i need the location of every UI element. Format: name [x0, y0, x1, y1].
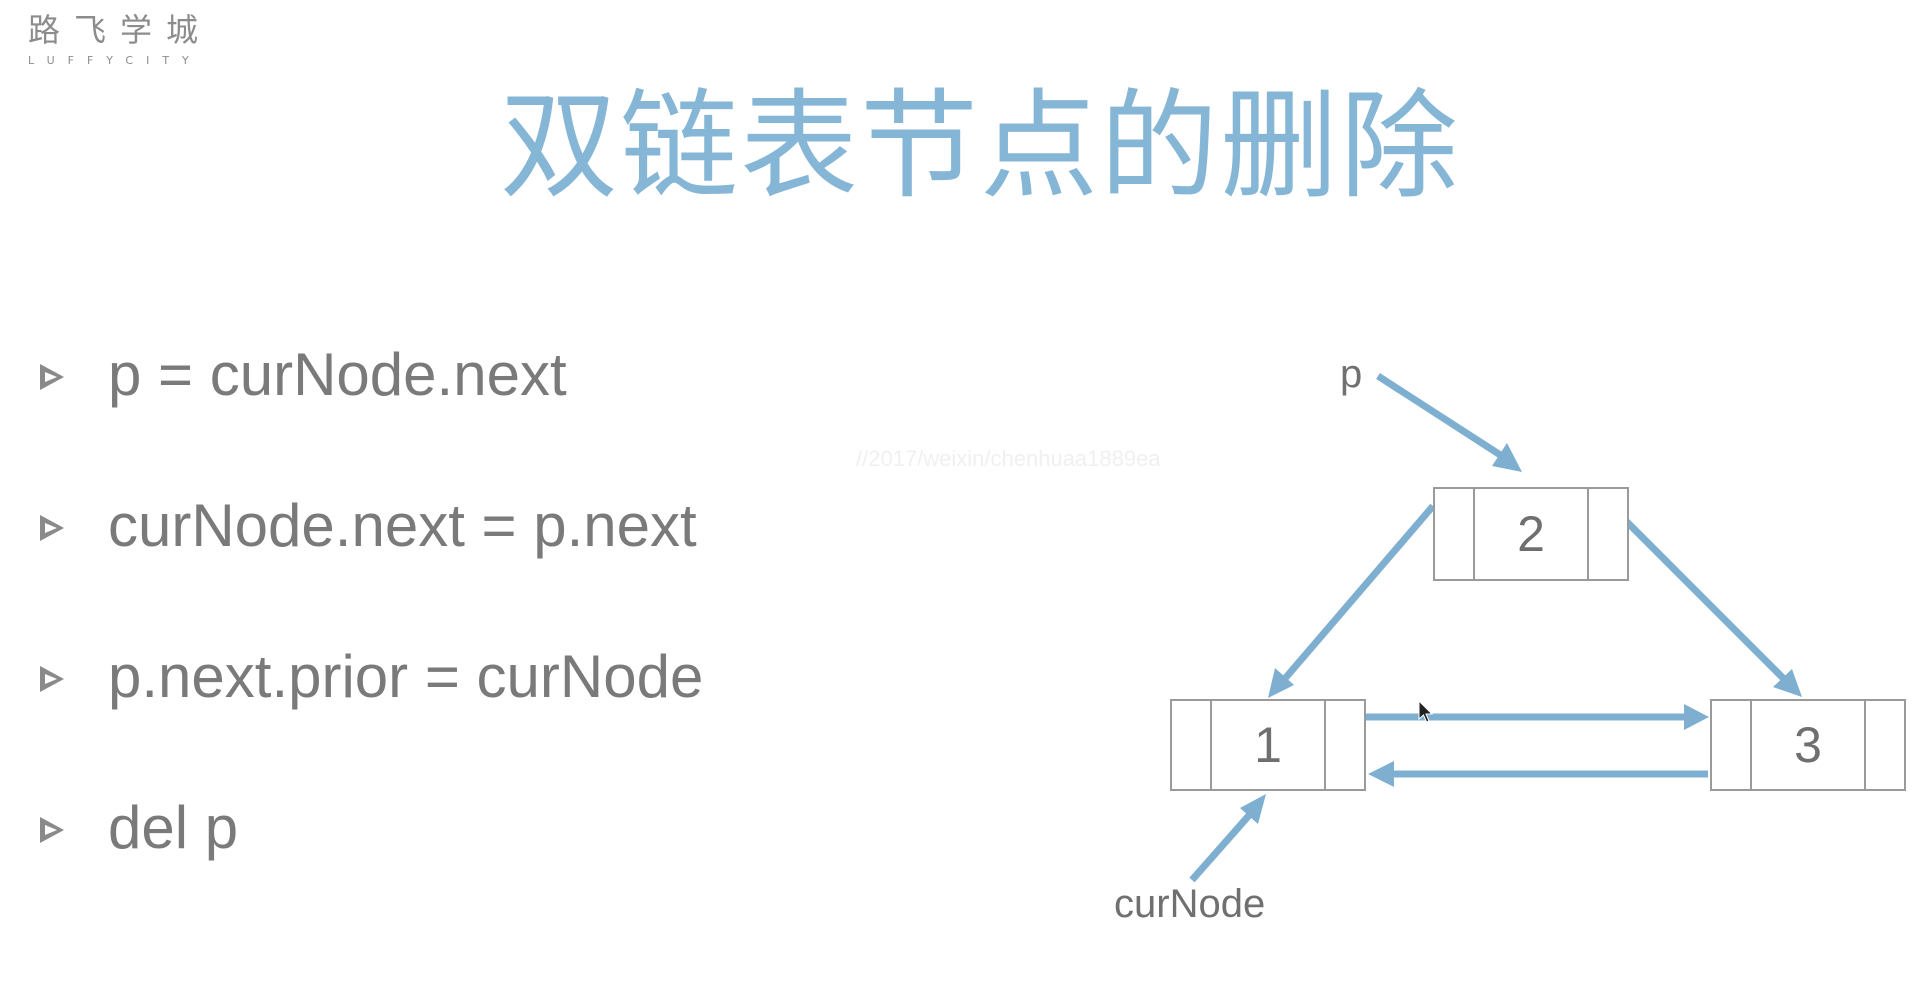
bullet-text: p = curNode.next: [108, 341, 567, 408]
arrow-node3-to-node1: [1368, 761, 1708, 787]
bullet-item: p.next.prior = curNode: [36, 637, 796, 717]
bullet-item: p = curNode.next: [36, 335, 796, 415]
node-prior-cell: [1435, 489, 1475, 579]
arrow-node2-to-node3: [1618, 513, 1802, 697]
bullet-item: curNode.next = p.next: [36, 486, 796, 566]
node-prior-cell: [1712, 701, 1752, 789]
node-value: 1: [1254, 717, 1282, 773]
node-next-cell: [1864, 701, 1904, 789]
arrow-node2-to-node1: [1268, 503, 1436, 698]
list-node-1: 1: [1170, 699, 1366, 791]
logo-name-cn: 路飞学城: [28, 11, 213, 49]
list-node-3: 3: [1710, 699, 1906, 791]
brand-logo: 路飞学城 LUFFYCITY: [28, 8, 212, 67]
node-value: 2: [1517, 506, 1545, 562]
slide-title: 双链表节点的删除: [500, 77, 1461, 215]
play-triangle-icon: [40, 364, 64, 390]
play-triangle-icon: [40, 817, 64, 843]
bullet-item: del p: [36, 788, 796, 868]
arrow-curnode-to-node1: [1189, 794, 1266, 883]
logo-name-en: LUFFYCITY: [28, 54, 202, 67]
pointer-label-curnode: curNode: [1114, 882, 1266, 926]
node-value: 3: [1794, 717, 1822, 773]
arrow-p-to-node2: [1376, 373, 1522, 472]
bullet-text: del p: [108, 794, 239, 861]
node-prior-cell: [1172, 701, 1212, 789]
mouse-cursor-icon: [1418, 700, 1434, 723]
watermark-text: //2017/weixin/chenhuaa1889ea: [856, 446, 1161, 471]
bullet-text: curNode.next = p.next: [108, 492, 697, 559]
play-triangle-icon: [40, 515, 64, 541]
node-next-cell: [1587, 489, 1627, 579]
list-node-2: 2: [1433, 487, 1629, 581]
play-triangle-icon: [40, 666, 64, 692]
bullet-text: p.next.prior = curNode: [108, 643, 704, 710]
pointer-label-p: p: [1340, 352, 1363, 396]
node-next-cell: [1324, 701, 1364, 789]
